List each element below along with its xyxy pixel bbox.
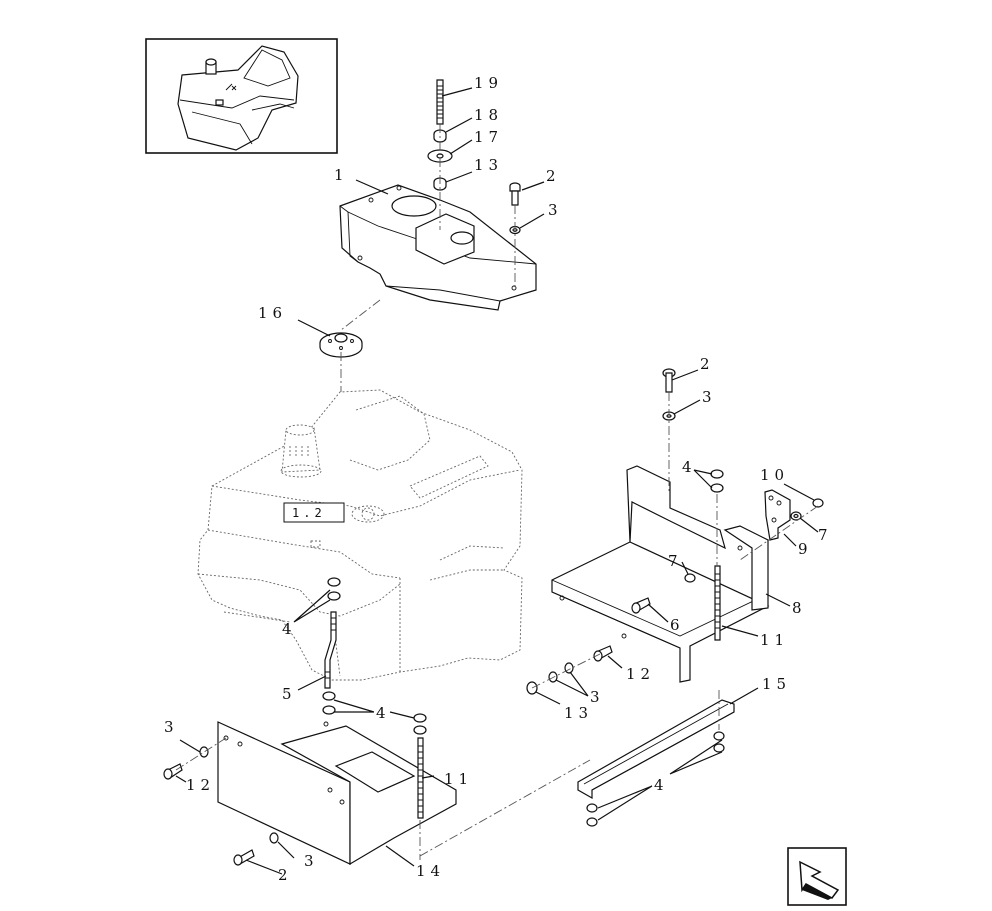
callout-19: 19 xyxy=(474,74,503,92)
stud-11-bottom xyxy=(417,737,424,819)
callout-labels: 19 18 17 13 1 2 3 16 2 3 4 10 7 9 7 8 6 … xyxy=(164,74,833,884)
leader-lines xyxy=(175,87,819,875)
callout-11-bottom: 11 xyxy=(444,770,473,788)
callout-3-right: 3 xyxy=(702,388,717,406)
plate-9 xyxy=(764,489,791,541)
callout-4-bottom: 4 xyxy=(376,704,391,722)
callout-13-top: 13 xyxy=(474,156,503,174)
rail-15 xyxy=(577,699,735,800)
nut-10 xyxy=(812,498,824,508)
washer-3-left xyxy=(199,746,209,758)
callout-15: 15 xyxy=(762,675,791,693)
callout-14: 14 xyxy=(416,862,445,880)
bolt-6 xyxy=(631,597,651,614)
callout-10: 10 xyxy=(760,466,789,484)
nuts-4-bottom xyxy=(322,691,427,735)
bottom-bracket-14 xyxy=(217,721,457,866)
nuts-4-tank xyxy=(327,577,341,601)
stud-11-right xyxy=(714,565,721,641)
callout-13-right: 13 xyxy=(564,704,593,722)
callout-12-left: 12 xyxy=(186,776,215,794)
bolt-12-right xyxy=(593,645,613,662)
reference-box[interactable]: 1.2 xyxy=(283,502,345,523)
stud-19 xyxy=(436,79,444,125)
rubber-pad-16 xyxy=(319,332,363,358)
callout-3-top: 3 xyxy=(548,201,563,219)
callout-2-right: 2 xyxy=(700,355,715,373)
direction-arrow-icon[interactable] xyxy=(787,847,847,906)
washer-3-bottom xyxy=(269,832,279,844)
reference-box-label: 1.2 xyxy=(292,506,326,520)
bolt-2-bottom xyxy=(233,849,255,866)
callout-4-right: 4 xyxy=(682,458,697,476)
fuel-tank-ghost xyxy=(197,389,523,681)
callout-18: 18 xyxy=(474,106,503,124)
callout-2-top: 2 xyxy=(546,167,561,185)
rod-5 xyxy=(324,611,337,689)
nuts-4-rail xyxy=(586,731,725,827)
callout-9: 9 xyxy=(798,540,813,558)
fuel-tank-thumbnail-icon xyxy=(145,38,338,154)
callout-17: 17 xyxy=(474,128,503,146)
callout-5: 5 xyxy=(282,685,297,703)
callout-4-tank: 4 xyxy=(282,620,297,638)
callout-3-bottom: 3 xyxy=(304,852,319,870)
top-bracket xyxy=(339,184,537,311)
callout-6: 6 xyxy=(670,616,685,634)
callout-3-right-low: 3 xyxy=(590,688,605,706)
callout-7-lower: 7 xyxy=(668,552,683,570)
nut-4-right-a xyxy=(710,469,724,479)
washer-7a xyxy=(790,511,802,521)
bolt-12-left xyxy=(163,763,183,780)
callout-8: 8 xyxy=(792,599,807,617)
callout-2-bottom: 2 xyxy=(278,866,293,884)
callout-11-right: 11 xyxy=(760,631,789,649)
nut-4-right-b xyxy=(710,483,724,493)
bolt-2-top xyxy=(509,182,521,206)
callout-3-left: 3 xyxy=(164,718,179,736)
callout-4-rail: 4 xyxy=(654,776,669,794)
washers-3-right-low xyxy=(548,662,574,683)
callout-12-right: 12 xyxy=(626,665,655,683)
callout-7-upper: 7 xyxy=(818,526,833,544)
washer-7b xyxy=(684,573,696,583)
callout-1: 1 xyxy=(334,166,349,184)
bolt-2-right xyxy=(662,368,676,393)
callout-16: 16 xyxy=(258,304,287,322)
right-bracket-8 xyxy=(551,465,770,683)
